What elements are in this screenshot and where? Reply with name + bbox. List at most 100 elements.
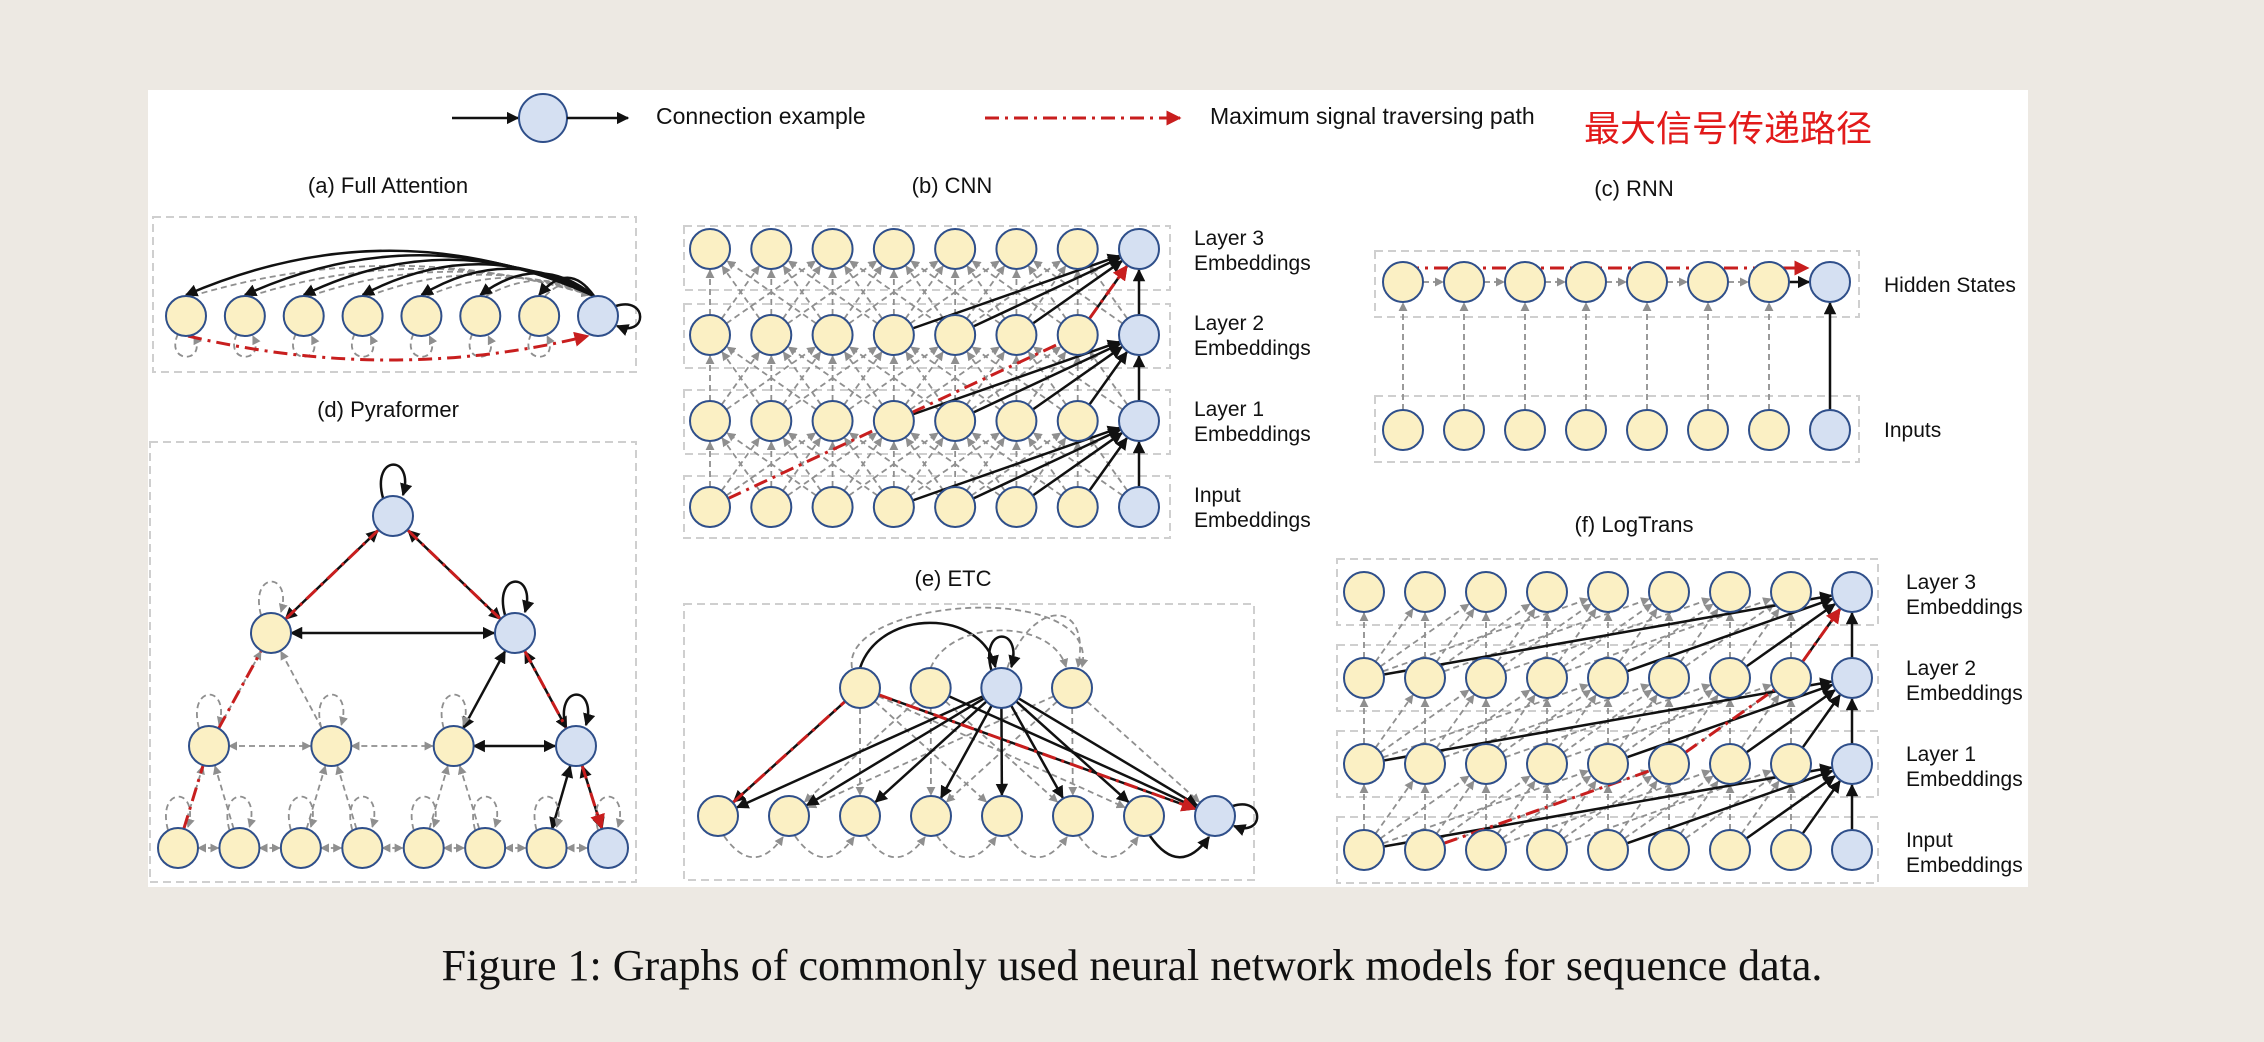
logtrans-node bbox=[1831, 743, 1873, 785]
logtrans-node bbox=[1465, 657, 1507, 699]
etc-local-edge bbox=[794, 835, 855, 859]
etc-local-node bbox=[839, 795, 881, 837]
pyraformer-node bbox=[402, 827, 445, 869]
logtrans-node bbox=[1709, 571, 1751, 613]
pyraformer-l1-parent-edge bbox=[280, 650, 323, 729]
logtrans-layer-box bbox=[1336, 816, 1879, 884]
rnn-input-node bbox=[1443, 409, 1485, 451]
cnn-gray-edge bbox=[787, 432, 878, 497]
etc-global-node bbox=[839, 667, 881, 709]
cnn-gray-edge bbox=[848, 432, 939, 497]
cnn-layer3-label-2: Embeddings bbox=[1194, 252, 1311, 275]
cnn-node bbox=[1118, 314, 1160, 356]
etc-local-node bbox=[1123, 795, 1165, 837]
rnn-input-node bbox=[1748, 409, 1790, 451]
pyraformer-mid-loop bbox=[258, 580, 288, 616]
full-attention-gray-edge bbox=[485, 279, 591, 297]
logtrans-node bbox=[1587, 571, 1629, 613]
logtrans-layer-labels: Layer 3 Embeddings Layer 2 Embeddings La… bbox=[1906, 571, 2023, 877]
etc-local-loop bbox=[1232, 803, 1259, 836]
logtrans-gray-edge bbox=[1740, 780, 1780, 835]
rnn-hidden-node bbox=[1504, 261, 1546, 303]
logtrans-node bbox=[1770, 657, 1812, 699]
logtrans-gray-edge bbox=[1623, 775, 1714, 840]
etc-dark-edge bbox=[735, 695, 984, 809]
cnn-dark-edge bbox=[1032, 260, 1123, 325]
full-attention-node bbox=[518, 295, 561, 337]
full-attention-node bbox=[165, 295, 207, 337]
logtrans-gray-edge bbox=[1379, 689, 1470, 754]
logtrans-gray-edge bbox=[1740, 694, 1780, 749]
rnn-input-node bbox=[1687, 409, 1729, 451]
etc-signal-path bbox=[731, 700, 846, 804]
rnn-hidden-box bbox=[1374, 250, 1860, 318]
pyraformer-l1-parent-edge bbox=[217, 650, 262, 729]
pyraformer-leaf-loop bbox=[472, 795, 502, 831]
cnn-input-label-2: Embeddings bbox=[1194, 509, 1311, 532]
logtrans-signal-path bbox=[1801, 607, 1842, 663]
cnn-node bbox=[689, 228, 731, 270]
cnn-layer-box bbox=[683, 389, 1171, 455]
full-attention-gray-loop bbox=[409, 333, 438, 358]
cnn-node bbox=[750, 400, 793, 442]
etc-global-edge bbox=[929, 629, 1069, 669]
full-attention-dark-edge bbox=[479, 272, 595, 297]
cnn-layer-box bbox=[683, 303, 1171, 369]
full-attention-dark-edge bbox=[538, 276, 596, 297]
logtrans-node bbox=[1343, 829, 1385, 871]
cnn-gray-edge bbox=[848, 260, 939, 325]
logtrans-input-label: Input bbox=[1906, 829, 1953, 852]
cnn-node bbox=[811, 486, 854, 528]
etc-global-node bbox=[909, 667, 952, 709]
logtrans-layer3-label-2: Embeddings bbox=[1906, 596, 2023, 619]
cnn-gray-edge bbox=[909, 260, 1000, 325]
cnn-dark-edge bbox=[1088, 437, 1128, 492]
etc-box bbox=[683, 603, 1255, 881]
logtrans-gray-edge bbox=[1374, 694, 1414, 749]
etc-local-node bbox=[697, 795, 739, 837]
pyraformer-node bbox=[218, 827, 261, 869]
cnn-gray-edge bbox=[966, 351, 1005, 406]
cnn-layer2-label: Layer 2 bbox=[1194, 312, 1264, 335]
etc-local-node bbox=[981, 795, 1023, 837]
cnn-node bbox=[750, 314, 793, 356]
etc-dark-edge bbox=[878, 693, 1197, 811]
pyraformer-node bbox=[157, 827, 199, 869]
panel-title-logtrans: (f) LogTrans bbox=[1574, 512, 1693, 537]
full-attention-self-loop bbox=[615, 303, 642, 336]
cnn-node bbox=[1056, 486, 1099, 528]
logtrans-node bbox=[1770, 571, 1812, 613]
logtrans-dark-edge bbox=[1745, 603, 1836, 668]
logtrans-node bbox=[1526, 657, 1568, 699]
cnn-layer1-label: Layer 1 bbox=[1194, 398, 1264, 421]
logtrans-dark-edge bbox=[1745, 775, 1836, 840]
pyraformer-node bbox=[464, 827, 507, 869]
logtrans-gray-edge bbox=[1379, 775, 1470, 840]
cnn-node bbox=[811, 314, 854, 356]
full-attention-node bbox=[400, 295, 443, 337]
logtrans-layer1-label: Layer 1 bbox=[1906, 743, 1976, 766]
logtrans-gray-edge bbox=[1435, 608, 1475, 663]
legend-connection-label: Connection example bbox=[656, 103, 866, 129]
logtrans-gray-edge bbox=[1623, 689, 1714, 754]
cnn-gray-edge bbox=[904, 265, 944, 320]
full-attention-gray-loop bbox=[351, 333, 379, 358]
figure-caption: Figure 1: Graphs of commonly used neural… bbox=[441, 941, 1823, 990]
cnn-node bbox=[811, 228, 854, 270]
logtrans-gray-edge bbox=[1618, 780, 1658, 835]
cnn-node bbox=[934, 400, 977, 442]
cnn-node bbox=[1056, 228, 1099, 270]
pyraformer-l1-loop bbox=[196, 693, 226, 729]
logtrans-node bbox=[1465, 571, 1507, 613]
full-attention-gray-edge bbox=[309, 270, 591, 297]
cnn-node bbox=[995, 314, 1038, 356]
cnn-gray-edge bbox=[782, 351, 822, 406]
rnn-hidden-node bbox=[1748, 261, 1790, 303]
cnn-node bbox=[934, 228, 977, 270]
pyraformer-leaf-loop bbox=[226, 795, 257, 831]
full-attention-box bbox=[152, 216, 637, 373]
pyraformer-leaf-parent-edge bbox=[305, 765, 328, 830]
legend: Connection example Maximum signal traver… bbox=[452, 93, 1872, 150]
logtrans-node bbox=[1343, 571, 1385, 613]
etc-global-node bbox=[980, 667, 1023, 709]
